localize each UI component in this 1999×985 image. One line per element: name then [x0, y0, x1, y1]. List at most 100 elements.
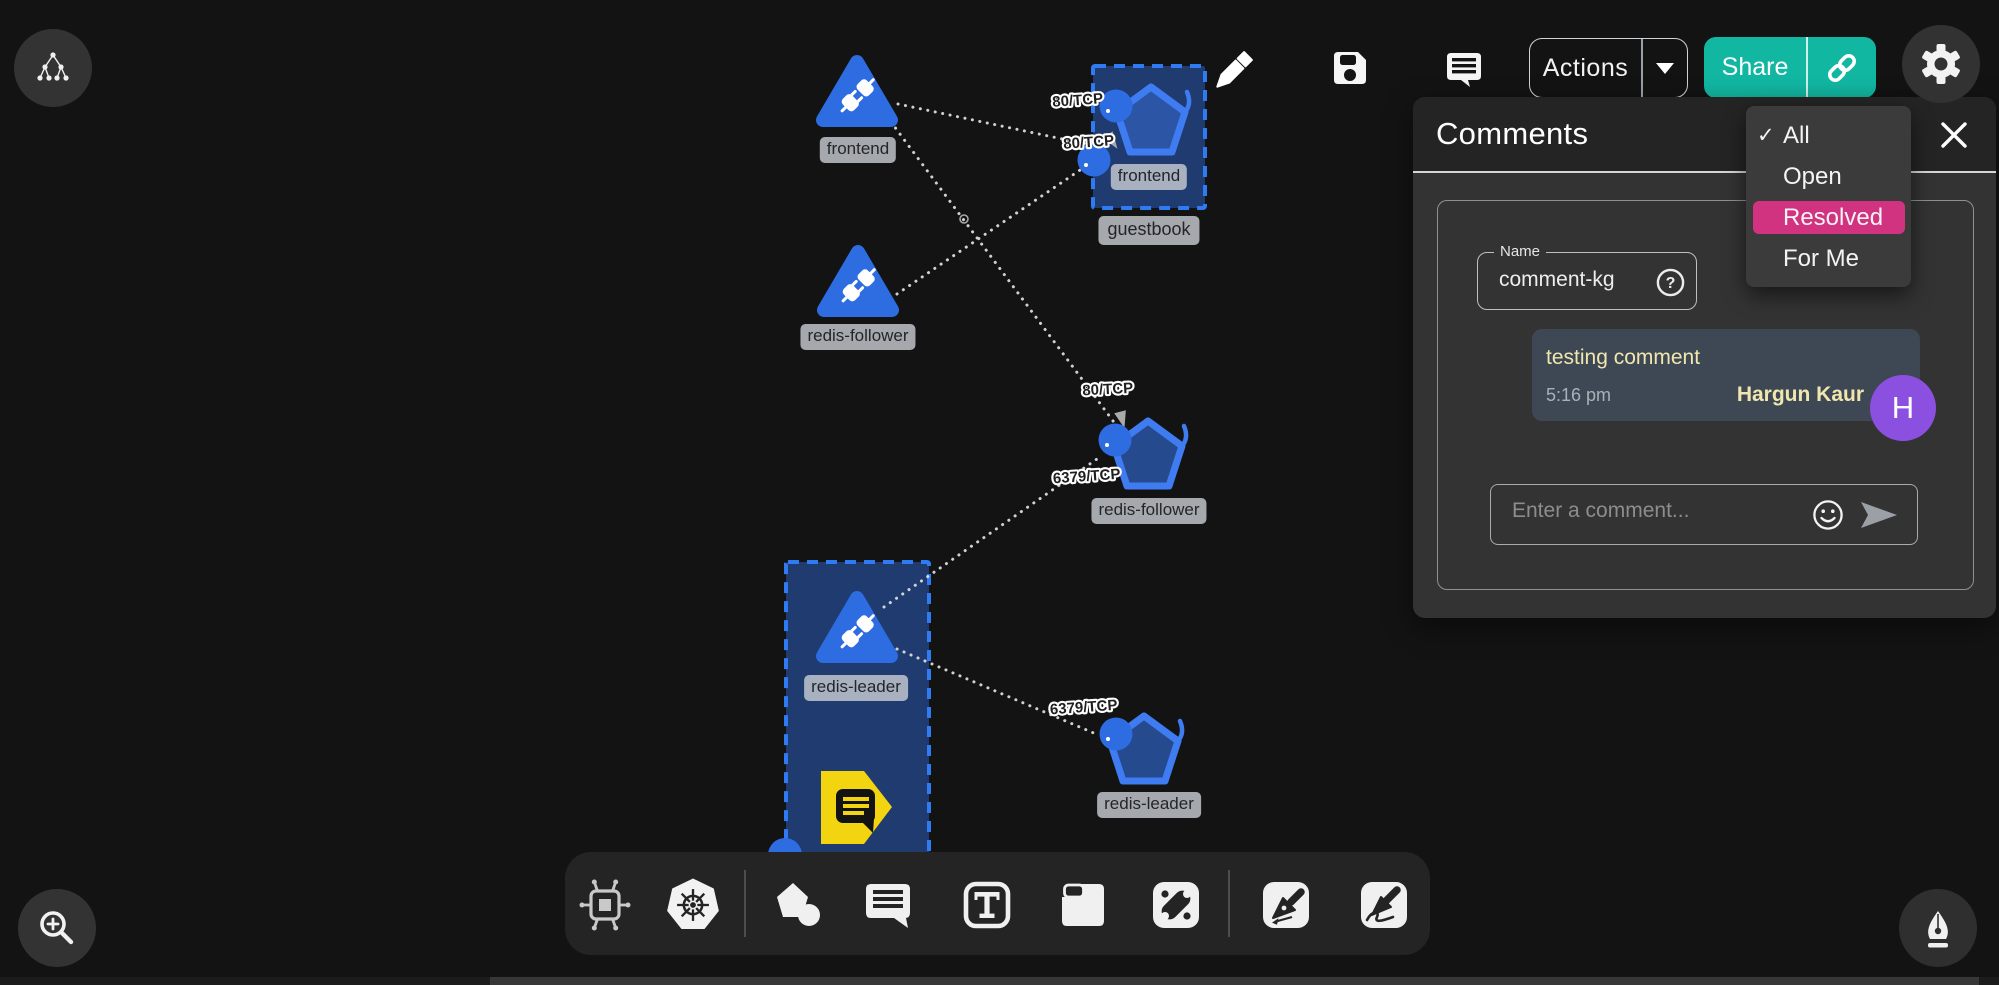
horizontal-scrollbar-thumb[interactable] [490, 977, 1979, 985]
tool-pen[interactable] [1258, 877, 1314, 933]
tool-shapes[interactable] [770, 877, 826, 933]
comment-composer[interactable] [1490, 484, 1918, 545]
shape-toolbar [565, 852, 1430, 955]
node-label-deployment-redis-follower[interactable]: redis-follower [1091, 498, 1207, 524]
cpu-chip-icon [579, 879, 631, 931]
filter-option-for-me[interactable]: For Me [1746, 238, 1911, 279]
node-label-deployment-redis-leader[interactable]: redis-leader [1097, 792, 1201, 818]
actions-button-divider [1641, 39, 1643, 97]
checkmark-icon: ✓ [1757, 124, 1775, 147]
edge-frontend-svc-to-redis-follower-dep[interactable] [889, 120, 1118, 427]
letter-t-glyph [974, 892, 1000, 918]
text-tool-icon [963, 881, 1011, 929]
node-label-service-frontend[interactable]: frontend [819, 137, 897, 163]
copy-link-button[interactable] [1808, 37, 1876, 98]
link-icon [1827, 53, 1857, 82]
filter-option-label: Open [1783, 162, 1842, 190]
tool-custom-resource[interactable] [577, 877, 633, 933]
comments-content-frame [1437, 200, 1974, 590]
shapes-icon [777, 883, 820, 926]
comment-name-input[interactable] [1499, 268, 1639, 292]
actions-dropdown-toggle[interactable] [1643, 39, 1688, 97]
send-comment-button[interactable] [1860, 501, 1898, 529]
deployment-swoosh [1182, 89, 1192, 115]
comment-marker[interactable] [821, 771, 892, 844]
hierarchy-view-button[interactable] [14, 29, 92, 107]
group-label-guestbook[interactable]: guestbook [1098, 216, 1200, 245]
settings-button[interactable] [1902, 25, 1980, 103]
avatar[interactable]: H [1870, 375, 1936, 441]
comment-item[interactable]: testing comment 5:16 pm Hargun Kaur [1532, 329, 1920, 421]
filter-option-label: For Me [1783, 244, 1860, 272]
edge-redis-follower-svc-to-frontend-dep[interactable] [895, 162, 1091, 296]
pencil-draw-icon [1361, 882, 1407, 928]
zoom-button[interactable] [18, 889, 96, 967]
toolbar-divider [1228, 870, 1230, 937]
node-service-redis-follower[interactable] [817, 245, 899, 317]
tool-connection[interactable] [1148, 877, 1204, 933]
deployment-swoosh [1175, 718, 1185, 744]
tool-comment[interactable] [860, 877, 916, 933]
edge-redis-leader-svc-to-redis-follower-dep[interactable] [882, 457, 1099, 609]
emoji-picker-button[interactable] [1812, 499, 1844, 531]
comment-name-label: Name [1494, 243, 1547, 260]
svg-text:?: ? [1666, 275, 1676, 292]
node-label-deployment-frontend[interactable]: frontend [1110, 164, 1188, 190]
node-label-service-redis-follower[interactable]: redis-follower [800, 324, 916, 350]
edge-label: 80/TCP [1082, 380, 1134, 400]
comment-input[interactable] [1512, 499, 1802, 523]
edge-label: 6379/TCP [1049, 697, 1118, 719]
pen-tool-button[interactable] [1899, 889, 1977, 967]
plug-icon [840, 78, 875, 113]
kubernetes-icon [667, 878, 719, 929]
filter-option-resolved[interactable]: Resolved [1753, 201, 1905, 234]
horizontal-scrollbar-track[interactable] [0, 977, 1999, 985]
comments-header-divider [1413, 171, 1996, 173]
deployment-swoosh [1179, 423, 1189, 449]
comment-author: Hargun Kaur [1736, 383, 1864, 406]
plug-icon [840, 614, 875, 649]
tool-text[interactable] [959, 877, 1015, 933]
zoom-in-icon [40, 911, 74, 945]
toolbar-divider [744, 870, 746, 937]
filter-option-label: All [1783, 121, 1810, 149]
plug-icon [841, 268, 876, 303]
comment-text: testing comment [1546, 346, 1701, 369]
node-service-frontend[interactable] [816, 55, 898, 127]
frame-icon [1062, 883, 1104, 926]
actions-button-label: Actions [1542, 53, 1629, 82]
edit-pencil-icon[interactable] [1216, 51, 1253, 88]
actions-button[interactable]: Actions [1529, 38, 1688, 98]
help-icon[interactable]: ? [1656, 268, 1685, 297]
edge-arrowhead [1102, 131, 1118, 149]
filter-option-label: Resolved [1783, 203, 1884, 231]
comment-name-field[interactable]: Name ? [1477, 243, 1697, 310]
chain-link-icon [1153, 882, 1199, 928]
gear-icon [1922, 44, 1960, 84]
edge-label: 80/TCP [1052, 90, 1104, 111]
edge-arrowhead [1114, 410, 1126, 429]
close-comments-button[interactable] [1939, 120, 1969, 150]
comments-toggle-button[interactable] [1444, 50, 1484, 90]
save-button[interactable] [1330, 48, 1370, 88]
tool-frame[interactable] [1055, 877, 1111, 933]
share-button-label: Share [1721, 53, 1789, 81]
edge-label: 6379/TCP [1052, 466, 1121, 488]
comment-time: 5:16 pm [1546, 385, 1612, 405]
hierarchy-tree-icon [37, 52, 69, 81]
edge-waypoint-dot [959, 214, 969, 224]
filter-option-open[interactable]: Open [1746, 156, 1911, 197]
comment-bubble-icon [866, 884, 910, 928]
tool-kubernetes-resource[interactable] [665, 877, 721, 933]
comments-panel-title: Comments [1436, 116, 1589, 151]
share-button-divider [1806, 37, 1808, 98]
filter-option-all[interactable]: ✓ All [1746, 115, 1911, 156]
caret-down-icon [1655, 63, 1674, 74]
tool-draw[interactable] [1356, 877, 1412, 933]
node-service-redis-leader[interactable] [816, 591, 898, 663]
pen-arrow-icon [1263, 882, 1309, 928]
node-label-service-redis-leader[interactable]: redis-leader [804, 675, 908, 701]
share-button[interactable]: Share [1704, 37, 1876, 98]
